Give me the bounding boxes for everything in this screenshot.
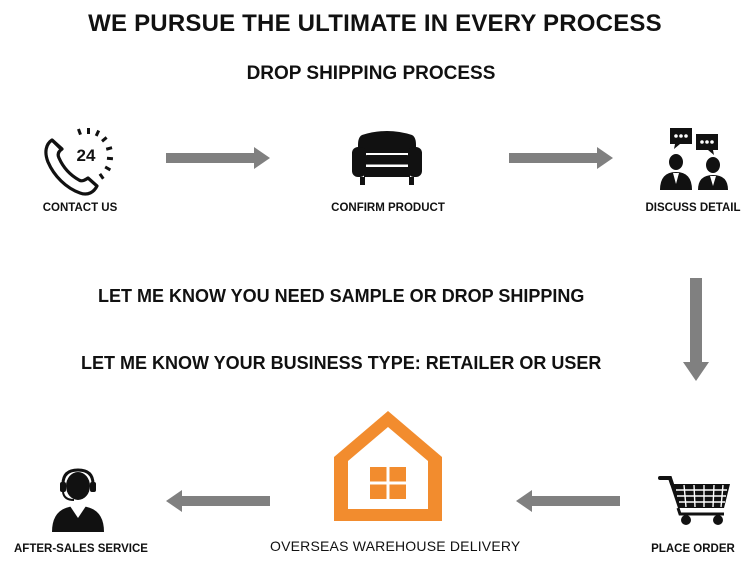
arrow-left-1 bbox=[514, 490, 620, 512]
step-label-after-sales: AFTER-SALES SERVICE bbox=[14, 543, 148, 555]
arrow-right-1 bbox=[166, 147, 272, 169]
step-label-discuss-detail: DISCUSS DETAIL bbox=[645, 202, 741, 214]
headset-agent-icon bbox=[50, 466, 106, 534]
arrow-left-2 bbox=[164, 490, 270, 512]
step-label-confirm-product: CONFIRM PRODUCT bbox=[331, 202, 445, 214]
page-title: WE PURSUE THE ULTIMATE IN EVERY PROCESS bbox=[88, 10, 662, 37]
shopping-cart-icon bbox=[658, 474, 732, 526]
discussion-icon bbox=[656, 126, 732, 192]
step-label-warehouse-delivery: OVERSEAS WAREHOUSE DELIVERY bbox=[270, 538, 521, 554]
note-sample-or-dropshipping: LET ME KNOW YOU NEED SAMPLE OR DROP SHIP… bbox=[98, 286, 585, 306]
arrow-right-2 bbox=[509, 147, 615, 169]
arrow-down bbox=[683, 278, 709, 382]
phone-24-badge: 24 bbox=[76, 146, 96, 165]
note-business-type: LET ME KNOW YOUR BUSINESS TYPE: RETAILER… bbox=[81, 353, 602, 373]
phone-24-icon bbox=[40, 126, 116, 196]
warehouse-icon bbox=[330, 407, 446, 523]
page-subtitle: DROP SHIPPING PROCESS bbox=[246, 63, 496, 84]
step-label-contact-us: CONTACT US bbox=[42, 202, 118, 214]
sofa-icon bbox=[352, 131, 422, 187]
step-label-place-order: PLACE ORDER bbox=[651, 543, 735, 555]
